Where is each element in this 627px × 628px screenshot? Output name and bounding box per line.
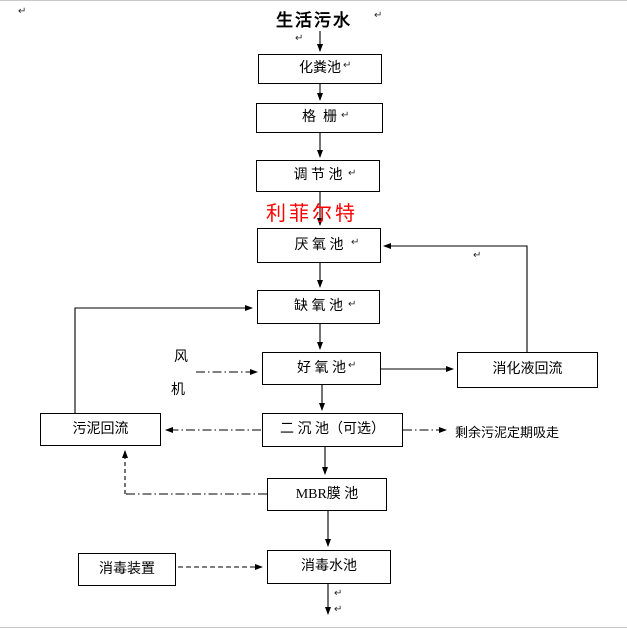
fan-label-char1: 风 <box>174 350 188 365</box>
box-mbr-tank: MBR膜 池 <box>267 478 387 511</box>
box-anaerobic-tank: 厌 氧 池 <box>257 228 381 263</box>
box-anoxic-tank: 缺 氧 池 <box>257 290 380 324</box>
watermark-text: 利菲尔特 <box>266 203 358 225</box>
paragraph-mark-icon: ↵ <box>18 6 27 17</box>
box-septic-tank: 化粪池 <box>258 54 382 84</box>
paragraph-mark-icon: ↵ <box>374 10 383 21</box>
paragraph-mark-icon: ↵ <box>343 60 352 71</box>
box-secondary-clarifier: 二 沉 池（可选） <box>262 413 403 447</box>
box-regulating-tank: 调 节 池 <box>256 160 380 192</box>
paragraph-mark-icon: ↵ <box>473 250 482 261</box>
box-disinfection-tank: 消毒水池 <box>267 550 391 584</box>
box-bar-screen: 格 栅 <box>256 103 383 133</box>
paragraph-mark-icon: ↵ <box>348 299 357 310</box>
paragraph-mark-icon: ↵ <box>348 168 357 179</box>
excess-sludge-note: 剩余污泥定期吸走 <box>455 425 560 440</box>
paragraph-mark-icon: ↵ <box>334 604 343 615</box>
box-sludge-return: 污泥回流 <box>40 413 161 446</box>
paragraph-mark-icon: ↵ <box>295 33 304 44</box>
paragraph-mark-icon: ↵ <box>351 237 360 248</box>
fan-label-char2: 机 <box>171 383 185 398</box>
paragraph-mark-icon: ↵ <box>341 110 350 121</box>
diagram-title: 生活污水 <box>276 11 352 30</box>
paragraph-mark-icon: ↵ <box>348 360 357 371</box>
box-aerobic-tank: 好 氧 池 <box>262 352 381 385</box>
box-disinfection-device: 消毒装置 <box>78 553 176 586</box>
paragraph-mark-icon: ↵ <box>334 588 343 599</box>
box-digestate-return: 消化液回流 <box>457 352 598 388</box>
